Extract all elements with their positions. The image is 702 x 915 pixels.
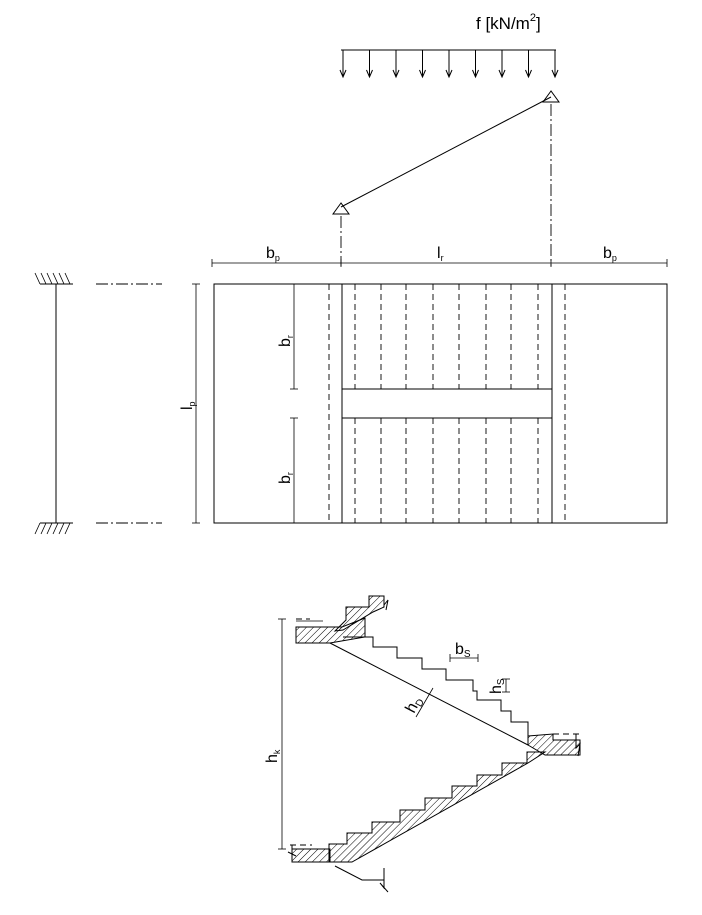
load-label: f [kN/m2]: [476, 12, 541, 33]
load-arrow-head: [419, 69, 426, 79]
dim-landing-width-right: bp: [603, 245, 617, 263]
support-lower-icon: [332, 202, 350, 215]
right-landing-slab: [527, 733, 581, 756]
dim-flight-width-lower: br: [277, 472, 295, 484]
landing-scheme: [34, 272, 162, 535]
stair-well-wall: [341, 388, 553, 419]
dim-riser: hS: [488, 678, 507, 694]
section-view: bS hS hD hk: [264, 595, 581, 893]
plan-outline: [213, 283, 668, 524]
dim-flight-length: lr: [437, 245, 444, 263]
load-arrow-head: [366, 69, 373, 79]
load-arrow-head: [339, 69, 347, 79]
stair-beam-line: [340, 96, 552, 208]
dimension-line-slab: [415, 687, 434, 718]
slab-soffit-line: [329, 642, 529, 746]
load-arrow-head: [551, 69, 559, 79]
plan-view: bp lr bp br br lp: [179, 245, 668, 524]
load-arrow-head: [445, 69, 453, 79]
upper-flight-stub: [333, 595, 385, 632]
fixed-support-top-icon: [34, 272, 71, 285]
dim-slab-thickness: hD: [403, 694, 427, 717]
dim-flight-width-upper: br: [277, 335, 295, 347]
static-scheme: f [kN/m2]: [332, 12, 560, 266]
bottom-landing-slab: [291, 848, 331, 863]
distributed-load-arrows: [339, 49, 559, 79]
dim-tread: bS: [455, 641, 471, 660]
fixed-support-bottom-icon: [34, 522, 71, 535]
load-arrow-head: [392, 69, 400, 79]
support-upper-icon: [542, 90, 560, 103]
dim-landing-length: lp: [179, 401, 197, 410]
load-arrow-head: [525, 69, 532, 79]
step-lines: [354, 284, 539, 523]
dim-stair-height: hk: [264, 749, 282, 763]
load-arrow-head: [472, 69, 479, 79]
load-arrow-head: [498, 69, 506, 79]
lower-flight-slab: [328, 751, 547, 863]
dim-landing-width-left: bp: [266, 245, 280, 263]
